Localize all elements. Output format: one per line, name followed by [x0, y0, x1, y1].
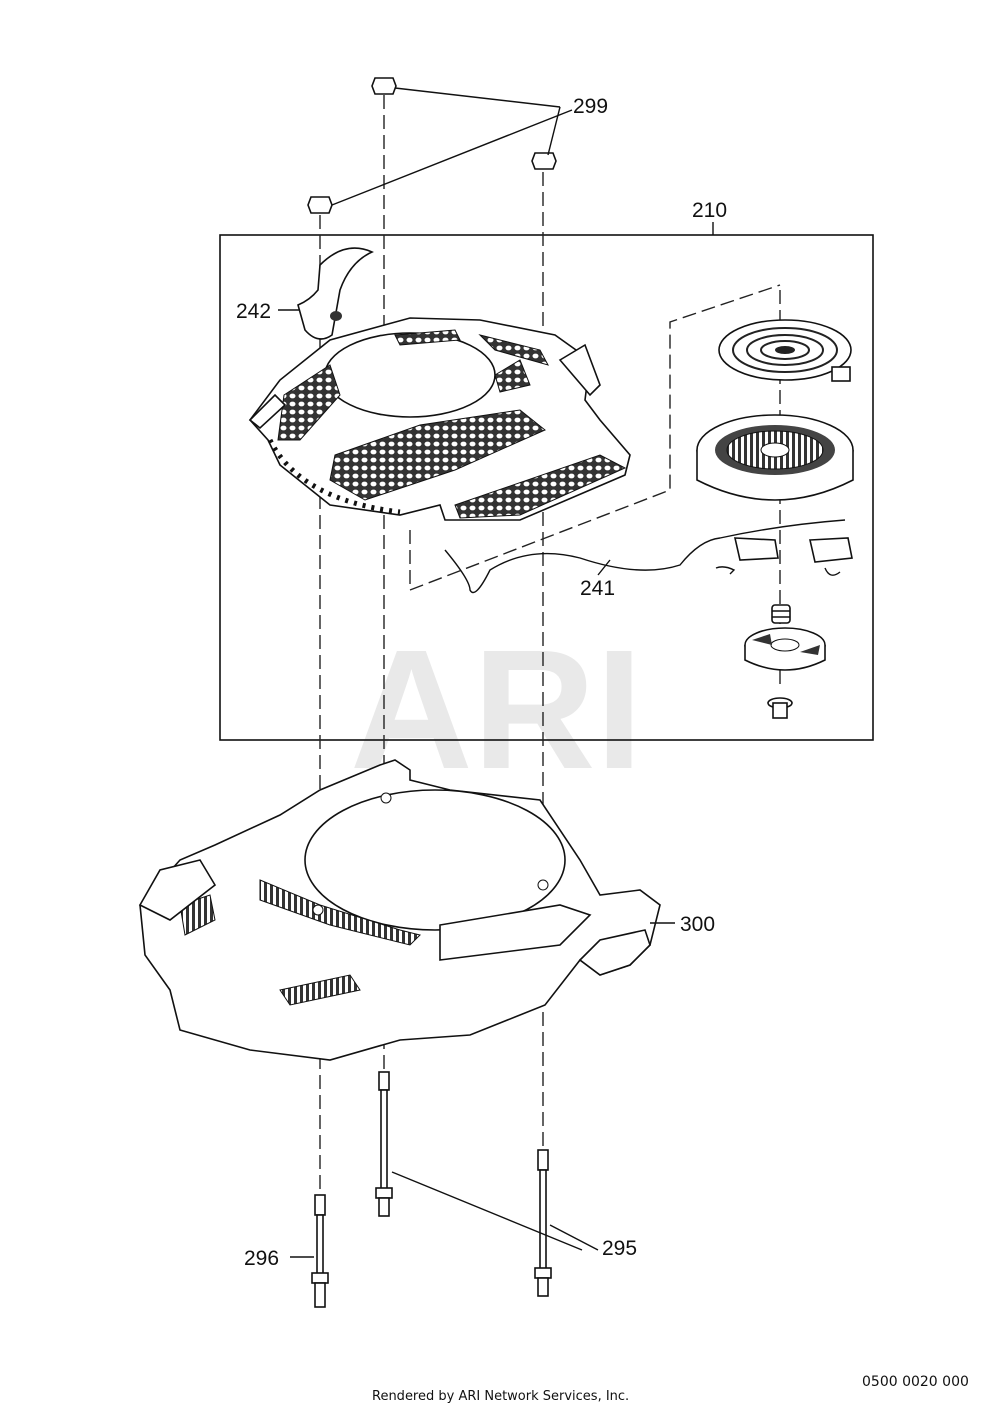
starter-handle [297, 247, 374, 340]
callout-leader-295 [391, 1171, 599, 1251]
callout-210: 210 [692, 199, 727, 222]
recoil-spring [718, 319, 852, 382]
callout-299: 299 [573, 95, 608, 118]
callout-295: 295 [602, 1237, 637, 1260]
center-bolt [767, 697, 793, 719]
recoil-housing [248, 317, 631, 521]
pulley-spacer [771, 604, 791, 624]
recoil-starter-assembly-box [219, 234, 874, 741]
blower-housing-shroud [138, 759, 661, 1061]
render-credit: Rendered by ARI Network Services, Inc. [372, 1389, 630, 1404]
pawl-retainer [744, 627, 826, 671]
callout-300: 300 [680, 913, 715, 936]
callout-leader-299 [331, 87, 573, 206]
callout-241: 241 [580, 577, 615, 600]
starter-pawl [715, 537, 853, 576]
rope-pulley [696, 414, 854, 501]
flange-nut [307, 77, 557, 214]
document-number: 0500 0020 000 [862, 1374, 969, 1390]
starter-rope [444, 519, 846, 594]
shoulder-stud [311, 1071, 552, 1308]
callout-242: 242 [236, 300, 271, 323]
callout-296: 296 [244, 1247, 279, 1270]
